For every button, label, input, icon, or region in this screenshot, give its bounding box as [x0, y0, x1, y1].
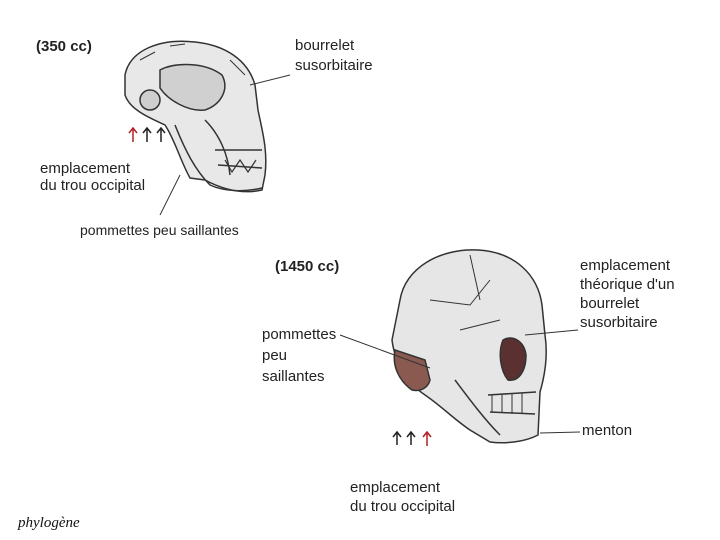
human-chin-label: menton — [582, 422, 632, 439]
human-cheek-label: pommettes peu saillantes — [262, 324, 336, 387]
ape-foramen-arrows — [129, 128, 165, 142]
human-chin-pointer — [540, 432, 580, 433]
ape-skull — [125, 41, 266, 191]
human-skull — [392, 250, 546, 443]
ape-cheek-label: pommettes peu saillantes — [80, 222, 239, 239]
footer-caption: phylogène — [18, 515, 80, 532]
human-brow-label: emplacement théorique d'un bourrelet sus… — [580, 256, 675, 332]
ape-brow-label: bourrelet susorbitaire — [295, 36, 373, 76]
ape-brow-pointer — [250, 75, 290, 85]
human-foramen-label: emplacement du trou occipital — [350, 478, 455, 516]
ape-cheek-pointer — [160, 175, 180, 215]
human-volume-label: (1450 cc) — [275, 258, 339, 275]
ape-volume-label: (350 cc) — [36, 38, 92, 55]
human-foramen-arrows — [393, 432, 431, 446]
ape-foramen-label: emplacement du trou occipital — [40, 160, 145, 194]
